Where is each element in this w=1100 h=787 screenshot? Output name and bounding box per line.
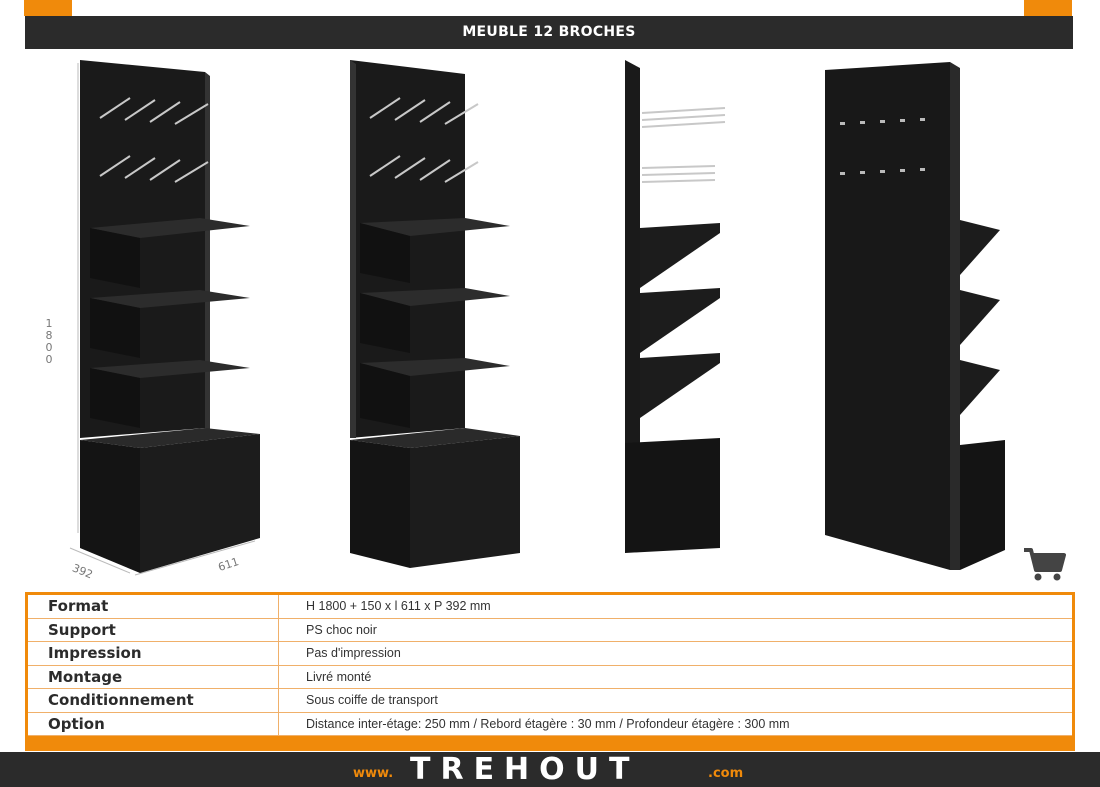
- spec-label: Montage: [28, 665, 279, 688]
- spec-value: Livré monté: [306, 669, 372, 684]
- product-view-front-dimensioned: [69, 60, 260, 576]
- spec-value: H 1800 + 150 x l 611 x P 392 mm: [306, 599, 491, 613]
- spec-label: Conditionnement: [28, 689, 279, 712]
- spec-value: PS choc noir: [306, 622, 377, 637]
- product-view-back: [825, 62, 1005, 570]
- dimension-height: 1800: [45, 317, 53, 366]
- footer-suffix[interactable]: .com: [708, 766, 744, 781]
- footer-bar: [0, 752, 1100, 787]
- spec-table-bottom-bar: [28, 736, 1072, 748]
- footer-prefix[interactable]: www.: [353, 766, 394, 781]
- spec-value: Pas d'impression: [306, 646, 401, 660]
- corner-accent-right: [1024, 0, 1072, 16]
- spec-value: Sous coiffe de transport: [306, 693, 438, 707]
- spec-table: Format H 1800 + 150 x l 611 x P 392 mm S…: [25, 592, 1075, 751]
- spec-label: Format: [28, 595, 279, 618]
- spec-value: Distance inter-étage: 250 mm / Rebord ét…: [306, 716, 790, 731]
- spec-label: Support: [28, 618, 279, 641]
- spec-row-impression: Impression Pas d'impression: [28, 642, 1072, 666]
- corner-accent-left: [24, 0, 72, 16]
- spec-row-conditionnement: Conditionnement Sous coiffe de transport: [28, 689, 1072, 713]
- spec-row-montage: Montage Livré monté: [28, 665, 1072, 689]
- brand-logo[interactable]: TREHOUT: [410, 752, 640, 787]
- spec-label: Option: [28, 712, 279, 735]
- product-views: 1800 392 611: [0, 50, 1100, 590]
- product-view-front: [350, 60, 520, 568]
- product-view-side: [625, 60, 726, 553]
- spec-row-option: Option Distance inter-étage: 250 mm / Re…: [28, 712, 1072, 736]
- cart-icon[interactable]: [1022, 546, 1066, 582]
- spec-row-support: Support PS choc noir: [28, 618, 1072, 642]
- spec-label: Impression: [28, 642, 279, 665]
- spec-row-format: Format H 1800 + 150 x l 611 x P 392 mm: [28, 595, 1072, 619]
- page-title: MEUBLE 12 BROCHES: [25, 16, 1073, 49]
